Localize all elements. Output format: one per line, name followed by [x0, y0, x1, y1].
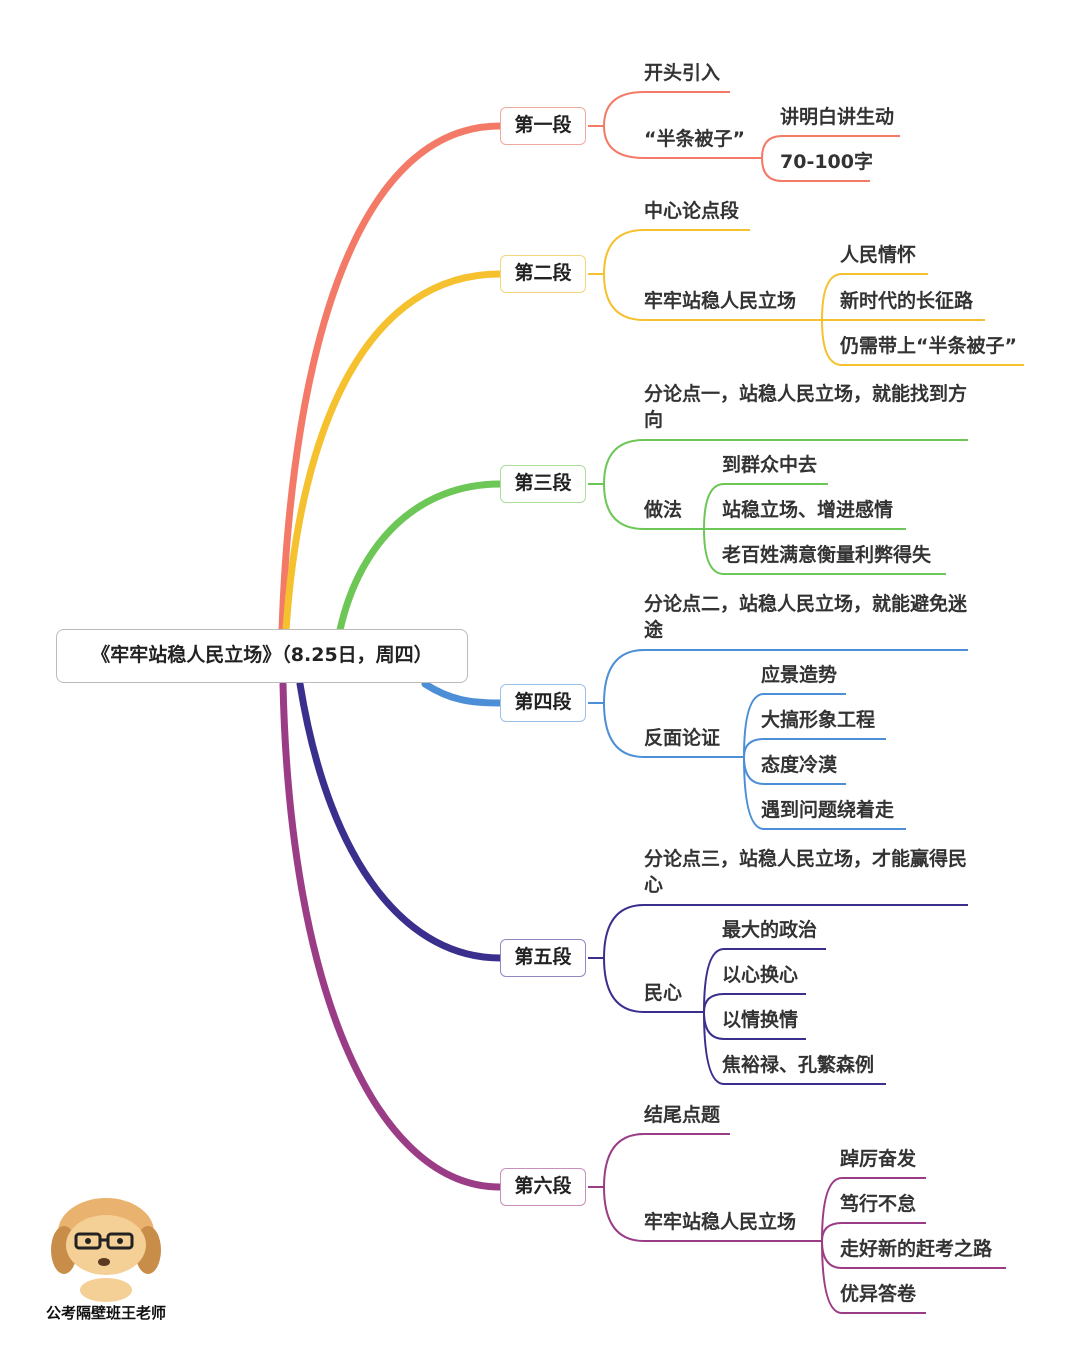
author-watermark: 公考隔壁班王老师 [46, 1304, 167, 1322]
section-node-1: 第一段 [500, 107, 586, 145]
node-label: 70-100字 [780, 151, 873, 173]
node-label: 开头引入 [644, 62, 721, 84]
node-label: “半条被子” [644, 128, 745, 150]
node-label: 人民情怀 [840, 244, 917, 266]
node-label: 优异答卷 [840, 1283, 917, 1305]
node-label: 最大的政治 [722, 919, 818, 941]
node-label: 笃行不怠 [840, 1193, 917, 1215]
branch-line-3 [336, 480, 504, 634]
section-node-5: 第五段 [500, 939, 586, 977]
branch-line-6 [279, 680, 504, 1191]
node-label: 到群众中去 [722, 454, 818, 476]
section-node-2: 第二段 [500, 255, 586, 293]
node-label: 新时代的长征路 [840, 290, 974, 312]
branch-line-2 [282, 270, 504, 634]
node-label: 以情换情 [722, 1009, 799, 1031]
node-label: 焦裕禄、孔繁森例 [722, 1054, 875, 1076]
node-label: 踔厉奋发 [840, 1148, 917, 1170]
node-label: 民心 [644, 982, 683, 1004]
cartoon-dog-with-glasses-icon [51, 1198, 161, 1302]
node-label: 态度冷漠 [761, 754, 838, 776]
node-label: 走好新的赶考之路 [840, 1238, 993, 1260]
node-label: 分论点二，站稳人民立场，就能避免迷途 [644, 593, 968, 641]
node-label: 仍需带上“半条被子” [840, 335, 1017, 357]
branch-line-5 [296, 680, 504, 962]
section-node-4: 第四段 [500, 684, 586, 722]
node-label: 牢牢站稳人民立场 [644, 1211, 797, 1233]
node-label: 应景造势 [761, 664, 838, 686]
node-label: 中心论点段 [644, 200, 740, 222]
node-label: 站稳立场、增进感情 [722, 499, 894, 521]
node-label: 讲明白讲生动 [780, 106, 895, 128]
node-label: 牢牢站稳人民立场 [644, 290, 797, 312]
node-label: 反面论证 [644, 727, 721, 749]
node-label: 分论点一，站稳人民立场，就能找到方向 [644, 383, 968, 431]
node-label: 遇到问题绕着走 [761, 799, 895, 821]
node-label: 老百姓满意衡量利弊得失 [722, 544, 932, 566]
root-node-title: 《牢牢站稳人民立场》（8.25日，周四） [56, 629, 468, 683]
node-label: 分论点三，站稳人民立场，才能赢得民心 [644, 848, 968, 896]
node-label: 做法 [644, 499, 683, 521]
node-label: 大搞形象工程 [761, 709, 876, 731]
node-label: 以心换心 [722, 964, 799, 986]
branch-line-1 [278, 122, 504, 634]
node-label: 结尾点题 [644, 1104, 721, 1126]
section-node-6: 第六段 [500, 1168, 586, 1206]
branch-line-4 [421, 680, 504, 707]
section-node-3: 第三段 [500, 465, 586, 503]
